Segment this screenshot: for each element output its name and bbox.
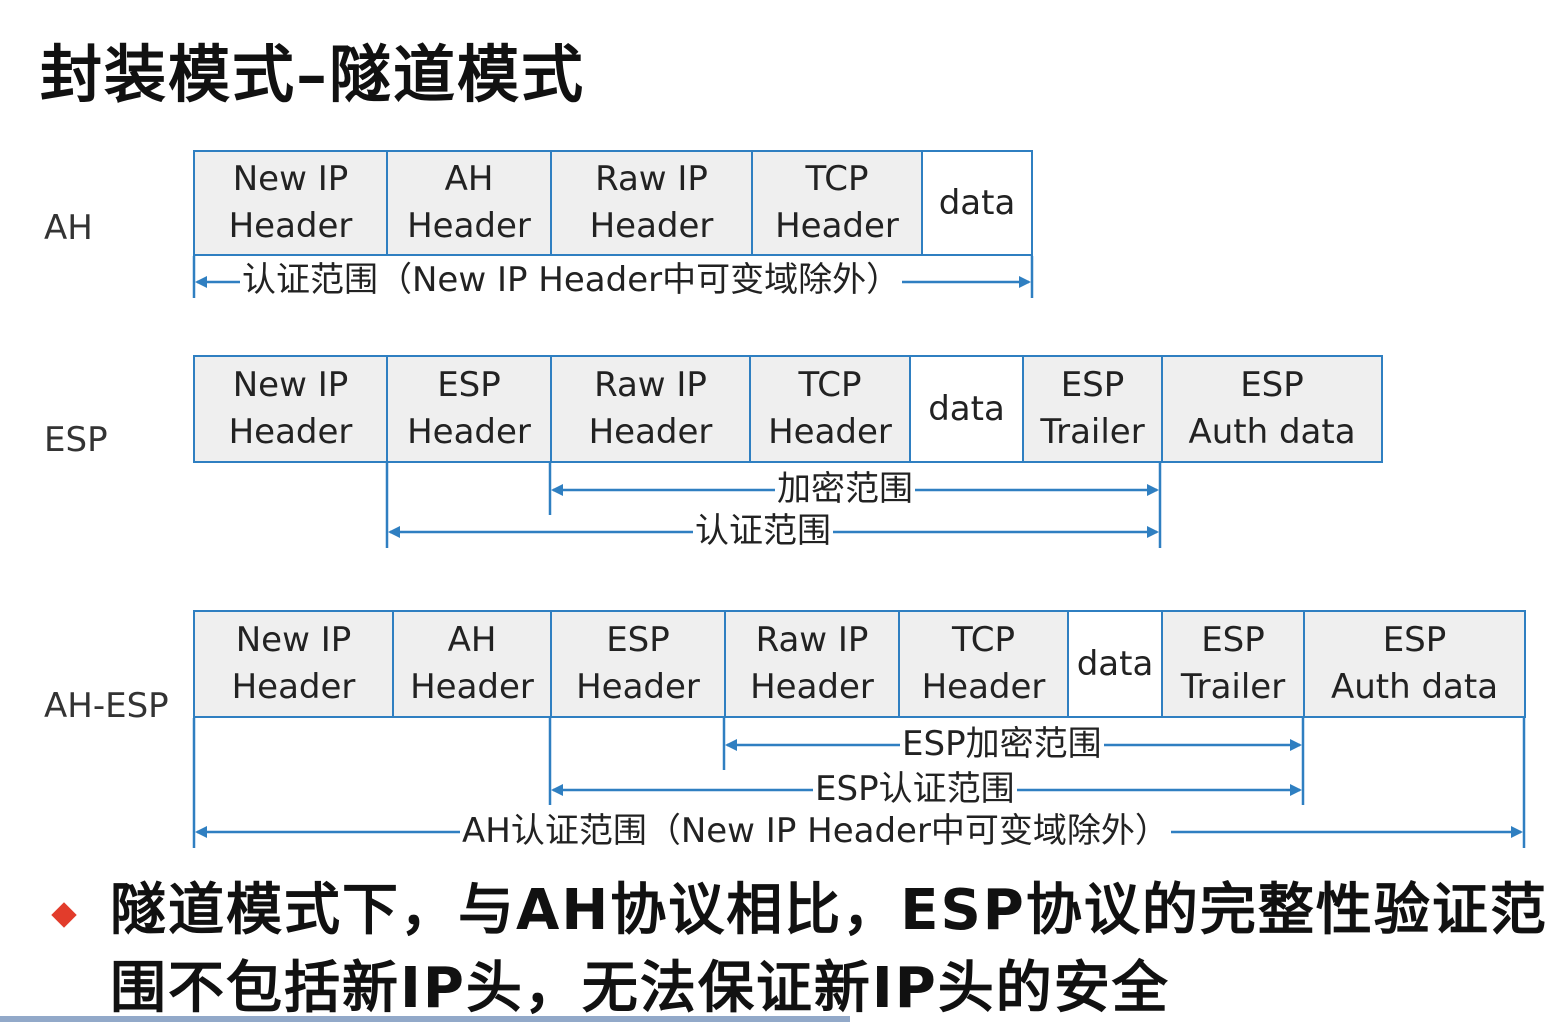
esp-cell-data: data [909, 355, 1024, 463]
ahesp-cell-ah-header: AH Header [392, 610, 552, 718]
ahesp-cell-raw-ip-header: Raw IP Header [724, 610, 900, 718]
ah-cell-new-ip-header: New IP Header [193, 150, 388, 256]
esp-cell-new-ip-header: New IP Header [193, 355, 388, 463]
ah-cell-data: data [921, 150, 1033, 256]
esp-cell-esp-trailer: ESP Trailer [1022, 355, 1163, 463]
esp-cell-tcp-header: TCP Header [749, 355, 911, 463]
ahesp-cell-esp-header: ESP Header [550, 610, 726, 718]
ah-cell-raw-ip-header: Raw IP Header [550, 150, 753, 256]
ah-cell-tcp-header: TCP Header [751, 150, 923, 256]
row-label-ah: AH [44, 208, 93, 248]
esp-cell-esp-auth-data: ESP Auth data [1161, 355, 1383, 463]
page-title: 封装模式–隧道模式 [40, 38, 586, 111]
esp-cell-raw-ip-header: Raw IP Header [550, 355, 751, 463]
bullet-text: 隧道模式下，与AH协议相比，ESP协议的完整性验证范围不包括新IP头，无法保证新… [110, 878, 1548, 1021]
esp-encrypt-label: 加密范围 [775, 468, 915, 510]
ahesp-ah-auth-label: AH认证范围（New IP Header中可变域除外） [460, 810, 1171, 852]
row-label-esp: ESP [44, 420, 108, 460]
ahesp-esp-encrypt-label: ESP加密范围 [900, 723, 1104, 765]
esp-cell-esp-header: ESP Header [386, 355, 552, 463]
row-label-ah-esp: AH-ESP [44, 686, 169, 726]
ahesp-esp-auth-label: ESP认证范围 [813, 768, 1017, 810]
ahesp-cell-esp-auth-data: ESP Auth data [1303, 610, 1526, 718]
esp-auth-label: 认证范围 [693, 510, 833, 552]
bottom-divider [0, 1016, 850, 1022]
ah-scope-label: 认证范围（New IP Header中可变域除外） [240, 259, 903, 301]
